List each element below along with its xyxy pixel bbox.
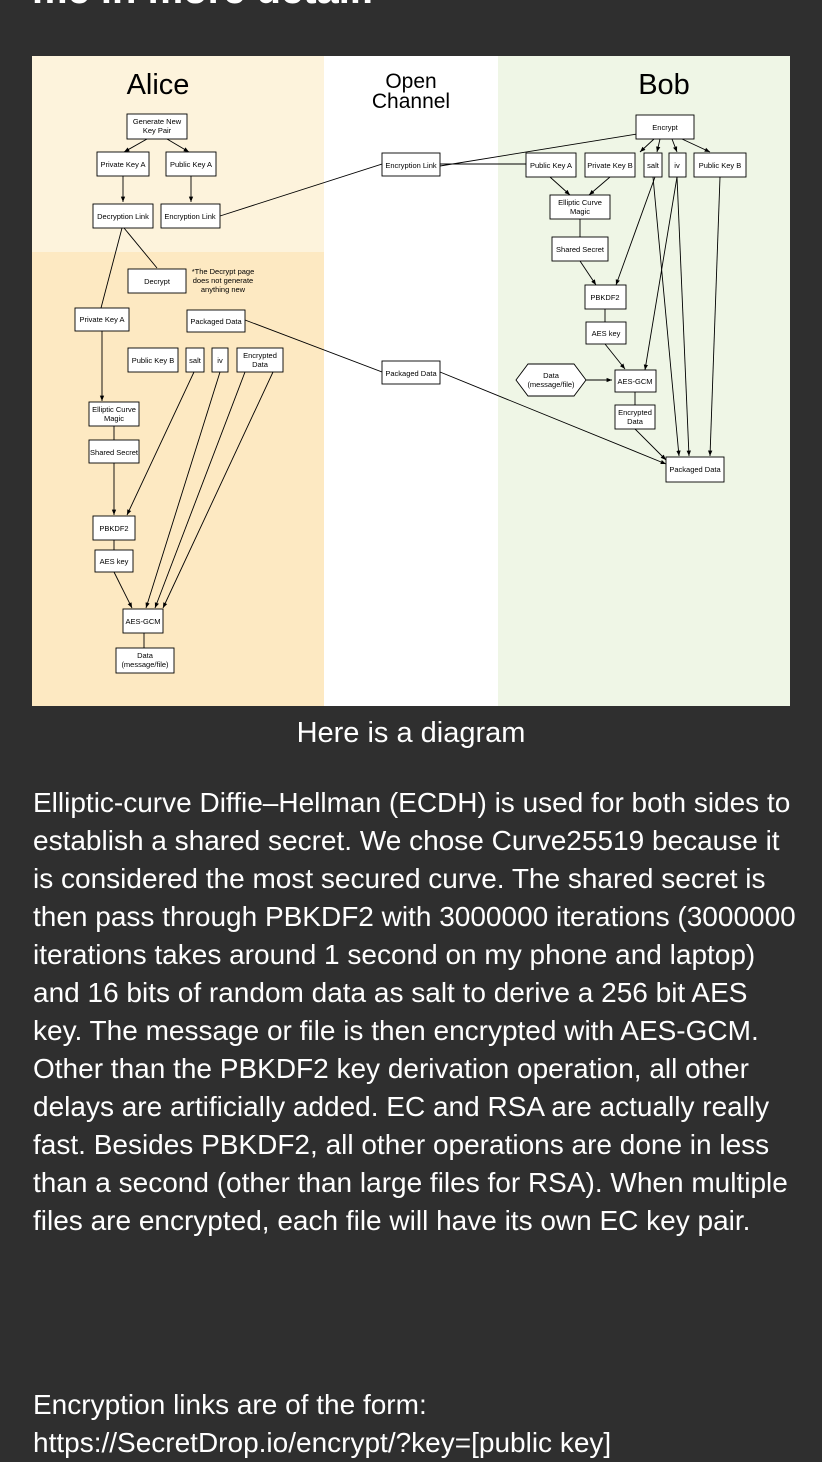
alice-decryption-link-label: Decryption Link [97, 212, 149, 221]
bob-iv-label: iv [674, 161, 680, 170]
alice-shared-secret-label: Shared Secret [90, 448, 139, 457]
alice-encrypted-label-1: Encrypted [243, 351, 277, 360]
alice-encryption-link-box: Encryption Link [160, 203, 221, 229]
alice-private-key-a-label: Private Key A [100, 160, 145, 169]
section-heading-cut: me in more detail: [32, 0, 374, 10]
open-packaged-data-box: Packaged Data [381, 360, 441, 385]
bob-aes-gcm-box: AES-GCM [614, 369, 657, 393]
bob-ec-label-1: Elliptic Curve [558, 198, 602, 207]
bob-ec-label-2: Magic [570, 207, 590, 216]
bob-public-key-b-label: Public Key B [699, 161, 742, 170]
alice-generate-keypair-box: Generate New Key Pair [126, 113, 188, 140]
bob-private-key-b-label: Private Key B [587, 161, 632, 170]
alice-aes-key-box: AES key [94, 549, 134, 573]
diagram-caption: Here is a diagram [296, 717, 526, 749]
alice-generate-label-1: Generate New [133, 117, 182, 126]
alice-elliptic-curve-box: Elliptic Curve Magic [88, 401, 140, 427]
bob-encrypted-label-1: Encrypted [618, 408, 652, 417]
bob-public-key-a-box: Public Key A [525, 152, 577, 178]
alice-aes-key-label: AES key [100, 557, 129, 566]
alice-note-line-2: does not generate [193, 276, 253, 285]
bob-data-label-2: (message/file) [527, 380, 575, 389]
alice-generate-label-2: Key Pair [143, 126, 172, 135]
encryption-link-format-intro: Encryption links are of the form: [33, 1389, 427, 1420]
alice-packaged-data-box: Packaged Data [186, 309, 246, 333]
bob-public-key-b-box: Public Key B [693, 152, 747, 178]
bob-aes-key-box: AES key [585, 321, 627, 345]
bob-shared-secret-box: Shared Secret [551, 236, 609, 262]
alice-title: Alice [127, 69, 190, 101]
open-channel-title-line1: Open [385, 70, 436, 93]
open-encryption-link-box: Encryption Link [381, 152, 441, 177]
alice-data-label-1: Data [137, 651, 154, 660]
bob-encrypt-box: Encrypt [635, 114, 695, 140]
alice-ec-label-2: Magic [104, 414, 124, 423]
ecdh-flow-diagram: Alice Open Channel Bob [32, 56, 790, 706]
bob-title: Bob [638, 69, 690, 101]
ecdh-explanation-paragraph: Elliptic-curve Diffie–Hellman (ECDH) is … [33, 787, 796, 1236]
alice-salt-label: salt [189, 356, 202, 365]
alice-shared-secret-box: Shared Secret [88, 439, 140, 464]
alice-private-key-a-box: Private Key A [96, 151, 150, 177]
bob-encrypted-data-box: Encrypted Data [614, 404, 656, 430]
alice-iv-box: iv [211, 347, 229, 373]
alice-encrypted-data-box: Encrypted Data [236, 347, 284, 373]
bob-packaged-data-label: Packaged Data [669, 465, 721, 474]
alice-encryption-link-label: Encryption Link [164, 212, 216, 221]
alice-aes-gcm-box: AES-GCM [122, 608, 164, 634]
alice-ec-label-1: Elliptic Curve [92, 405, 136, 414]
bob-pbkdf2-label: PBKDF2 [590, 293, 619, 302]
alice-public-key-a-box: Public Key A [165, 151, 217, 177]
encryption-link-format-paragraph: Encryption links are of the form: https:… [33, 1386, 798, 1462]
alice-data-box: Data (message/file) [115, 647, 175, 674]
alice-pbkdf2-label: PBKDF2 [99, 524, 128, 533]
bob-encrypt-label: Encrypt [652, 123, 678, 132]
alice-note-line-1: *The Decrypt page [192, 267, 255, 276]
alice-aes-gcm-label: AES-GCM [125, 617, 160, 626]
alice-salt-box: salt [185, 347, 205, 373]
bob-shared-secret-label: Shared Secret [556, 245, 605, 254]
alice-data-label-2: (message/file) [121, 660, 169, 669]
bob-public-key-a-label: Public Key A [530, 161, 572, 170]
alice-public-key-a-label: Public Key A [170, 160, 212, 169]
bob-pbkdf2-box: PBKDF2 [584, 284, 627, 310]
bob-encrypted-label-2: Data [627, 417, 644, 426]
bob-packaged-data-box: Packaged Data [665, 456, 725, 483]
alice-private-key-a2-label: Private Key A [79, 315, 124, 324]
alice-note-line-3: anything new [201, 285, 246, 294]
open-channel-title-line2: Channel [372, 90, 450, 113]
bob-data-label-1: Data [543, 371, 560, 380]
bob-elliptic-curve-box: Elliptic Curve Magic [549, 194, 611, 220]
alice-decrypt-label: Decrypt [144, 277, 171, 286]
alice-encrypted-label-2: Data [252, 360, 269, 369]
open-packaged-data-label: Packaged Data [385, 369, 437, 378]
alice-pbkdf2-box: PBKDF2 [92, 515, 136, 541]
bob-aes-gcm-label: AES-GCM [617, 377, 652, 386]
bob-iv-box: iv [668, 152, 687, 178]
alice-public-key-b-label: Public Key B [132, 356, 175, 365]
encryption-link-url: https://SecretDrop.io/encrypt/?key=[publ… [33, 1427, 612, 1458]
alice-decryption-link-box: Decryption Link [92, 203, 154, 229]
alice-decrypt-box: Decrypt [127, 268, 187, 294]
bob-salt-box: salt [643, 152, 663, 178]
bob-salt-label: salt [647, 161, 660, 170]
alice-private-key-a-box-2: Private Key A [74, 307, 130, 332]
open-encryption-link-label: Encryption Link [385, 161, 437, 170]
alice-packaged-data-label: Packaged Data [190, 317, 242, 326]
bob-data-hexagon: Data (message/file) [515, 363, 587, 397]
alice-public-key-b-box: Public Key B [127, 347, 179, 373]
bob-aes-key-label: AES key [592, 329, 621, 338]
alice-decrypt-note: *The Decrypt page does not generate anyt… [192, 267, 255, 294]
alice-iv-label: iv [217, 356, 223, 365]
bob-private-key-b-box: Private Key B [584, 152, 636, 178]
